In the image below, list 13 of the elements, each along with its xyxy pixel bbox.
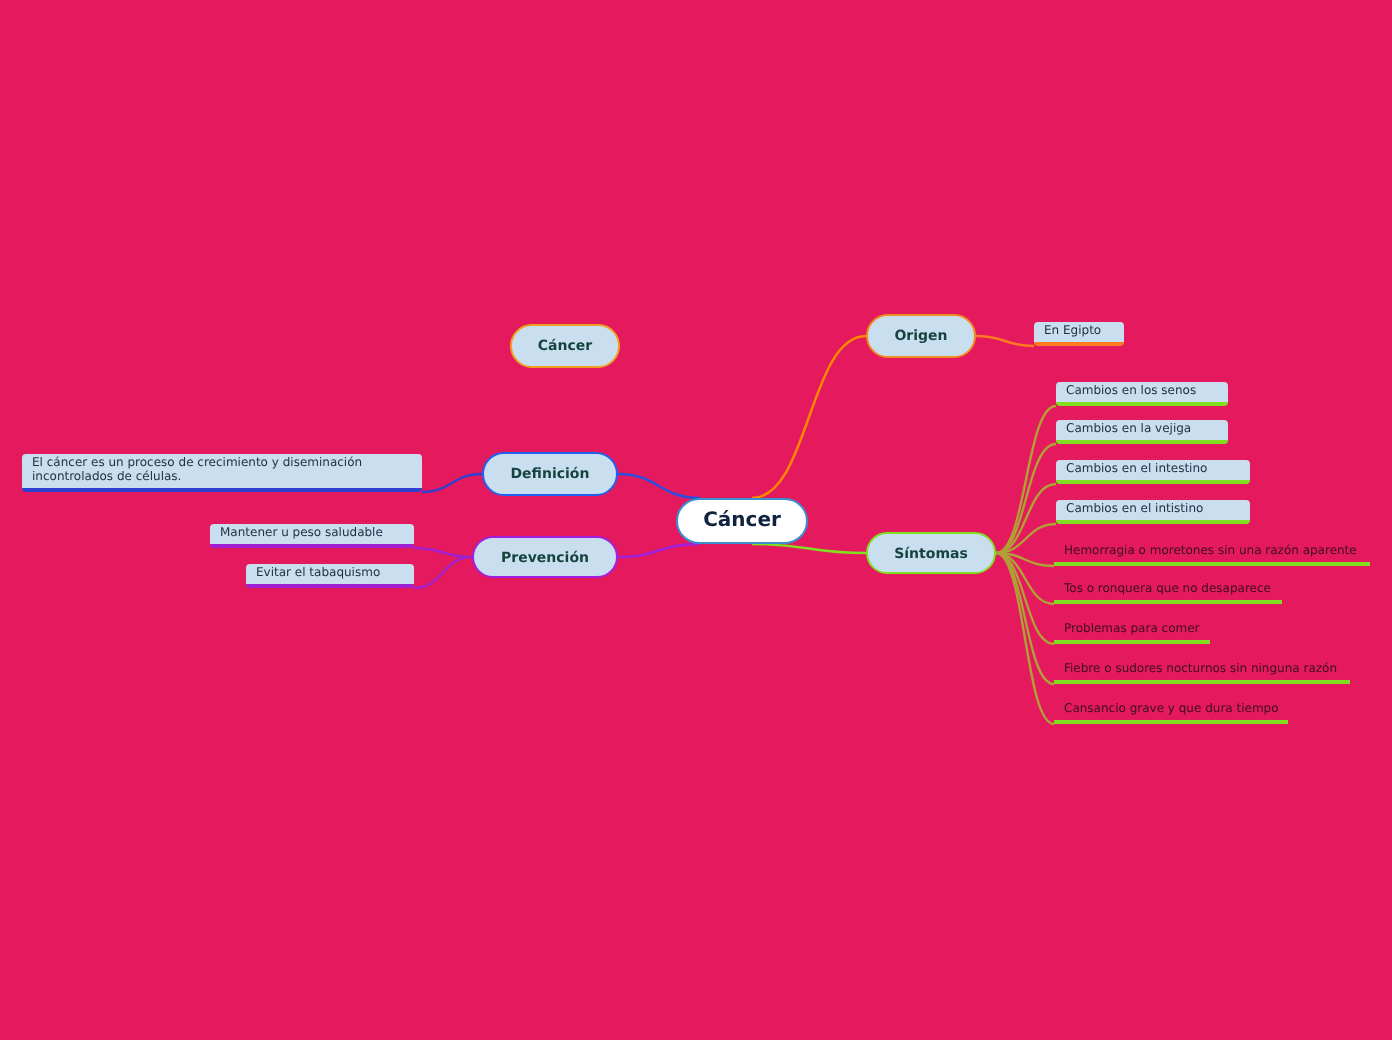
central-topic: Cáncer: [676, 498, 808, 544]
connector-line: [995, 551, 1055, 726]
connector-line: [413, 555, 473, 590]
connector-line: [995, 482, 1057, 555]
connector-line: [617, 542, 701, 559]
connector-line: [995, 551, 1055, 686]
connector-line: [995, 442, 1057, 555]
connector-line: [995, 404, 1057, 555]
connector-line: [421, 472, 483, 494]
connector-line: [617, 472, 701, 500]
connector-line: [751, 334, 867, 500]
connector-line: [752, 542, 866, 555]
connector-line: [975, 334, 1035, 348]
